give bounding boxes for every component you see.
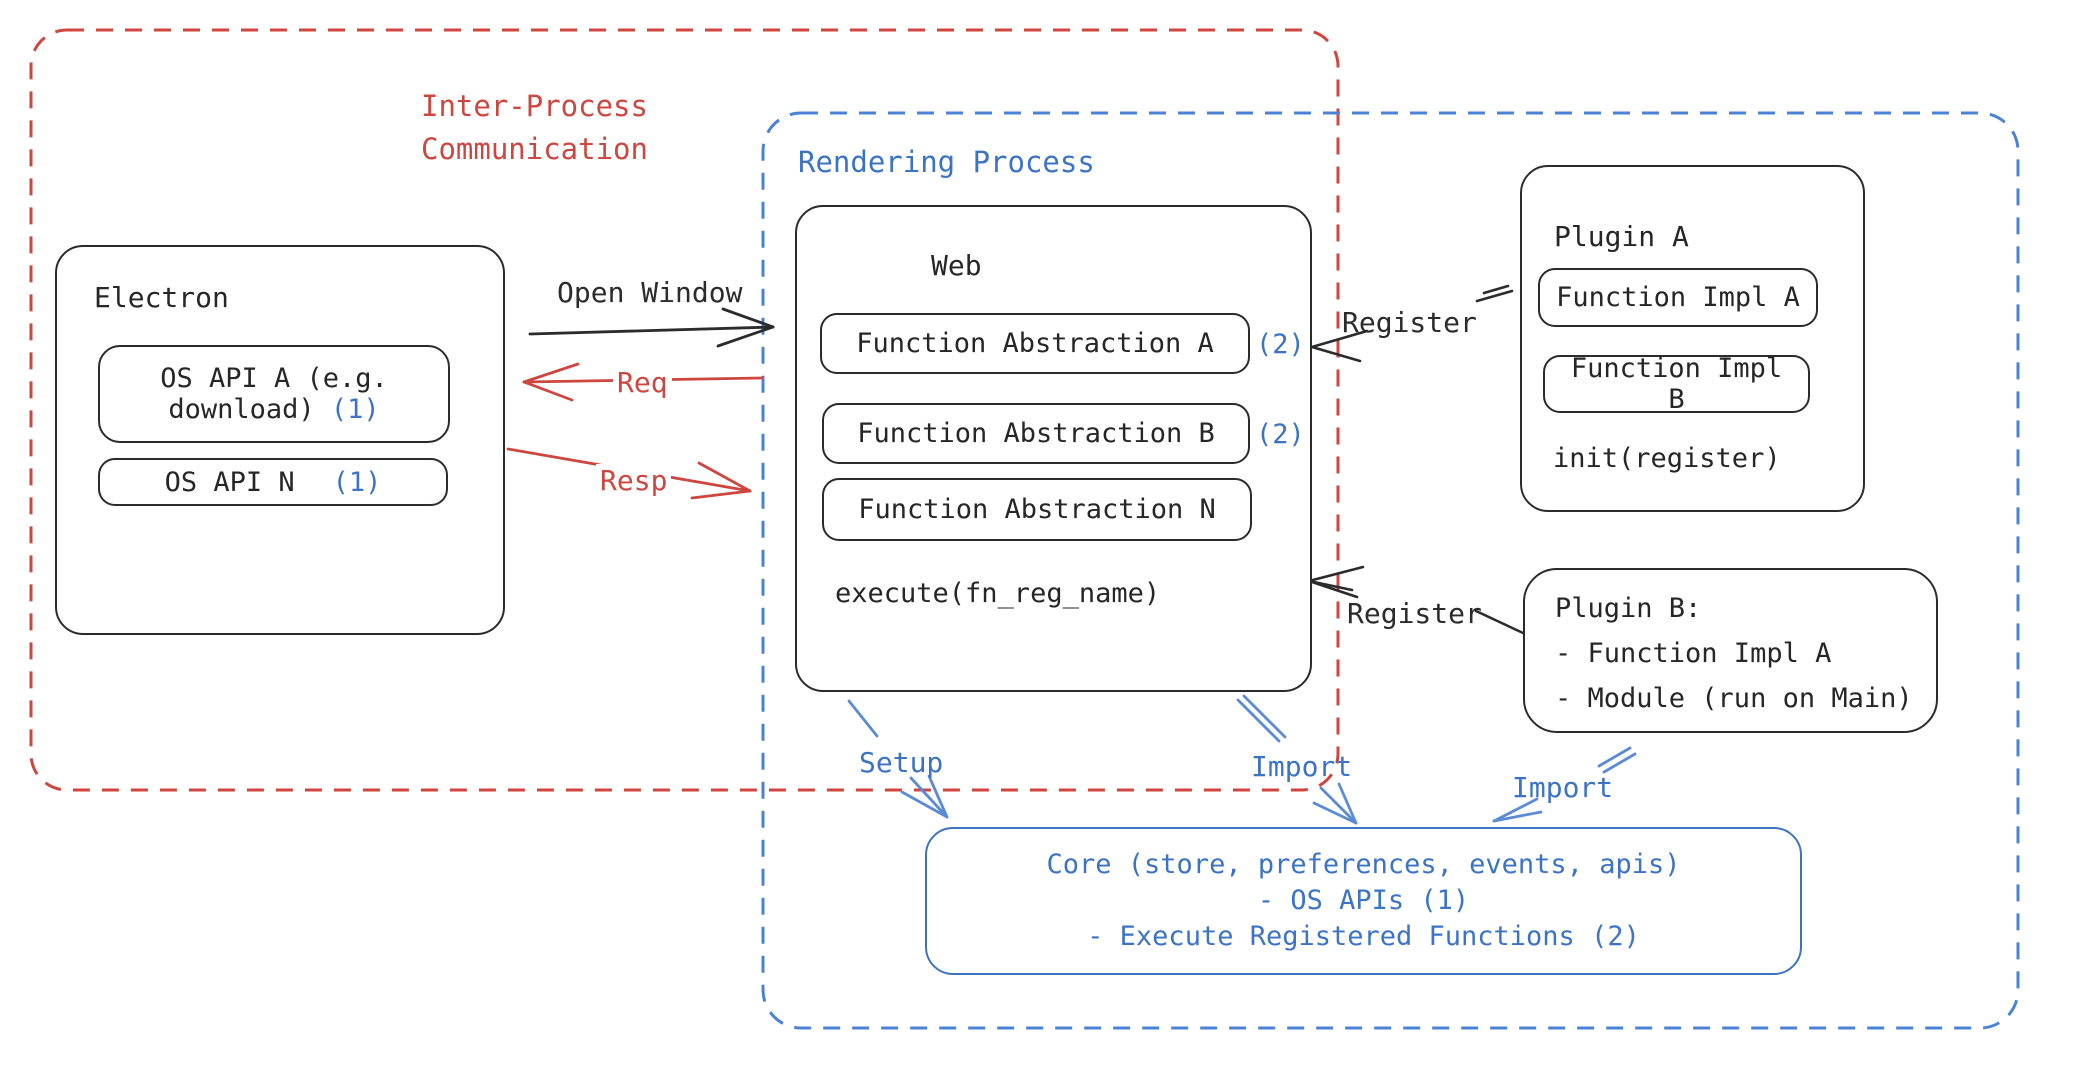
os-api-n-badge: (1)	[332, 466, 382, 498]
function-abstraction-b-pill: Function Abstraction B	[822, 403, 1250, 464]
plugin-b-text: Plugin B: - Function Impl A - Module (ru…	[1555, 593, 1913, 714]
open-window-arrow	[528, 307, 775, 348]
function-impl-a-label: Function Impl A	[1556, 282, 1800, 313]
function-abstraction-b-label: Function Abstraction B	[857, 418, 1215, 449]
ipc-group-label: Inter-Process Communication	[421, 89, 648, 166]
core-text: Core (store, preferences, events, apis) …	[1046, 849, 1681, 952]
import-web-core-label: Import	[1251, 750, 1353, 783]
core-box: Core (store, preferences, events, apis) …	[925, 827, 1802, 975]
electron-title: Electron	[94, 281, 229, 314]
function-impl-b-label: Function Impl B	[1570, 353, 1783, 415]
os-api-a-badge: (1)	[330, 394, 380, 425]
os-api-a-label: OS API A (e.g. download)	[160, 363, 388, 425]
setup-label: Setup	[859, 746, 944, 779]
function-impl-a-pill: Function Impl A	[1538, 268, 1818, 327]
register-bottom-label: Register	[1347, 597, 1482, 630]
function-abstraction-n-label: Function Abstraction N	[858, 494, 1216, 525]
execute-code-label: execute(fn_reg_name)	[835, 578, 1161, 609]
resp-label: Resp	[596, 464, 672, 497]
web-title: Web	[931, 249, 982, 282]
os-api-n-pill: OS API N (1)	[98, 458, 448, 506]
plugin-a-box	[1520, 165, 1865, 512]
rendering-group-label: Rendering Process	[798, 145, 1095, 179]
init-register-label: init(register)	[1553, 443, 1781, 474]
os-api-n-label: OS API N	[164, 466, 295, 498]
function-abstraction-a-pill: Function Abstraction A	[820, 313, 1250, 374]
function-abstraction-n-pill: Function Abstraction N	[822, 478, 1252, 541]
plugin-a-title: Plugin A	[1554, 220, 1689, 253]
function-abstraction-a-label: Function Abstraction A	[856, 328, 1214, 359]
function-impl-b-pill: Function Impl B	[1543, 353, 1810, 415]
import-plugin-core-label: Import	[1512, 771, 1614, 804]
plugin-b-box	[1523, 568, 1938, 733]
req-label: Req	[613, 366, 672, 399]
function-abstraction-a-badge: (2)	[1256, 329, 1305, 360]
open-window-label: Open Window	[557, 276, 743, 309]
function-abstraction-b-badge: (2)	[1256, 419, 1305, 450]
register-top-label: Register	[1342, 306, 1477, 339]
os-api-a-pill: OS API A (e.g. download) (1)	[98, 345, 450, 443]
